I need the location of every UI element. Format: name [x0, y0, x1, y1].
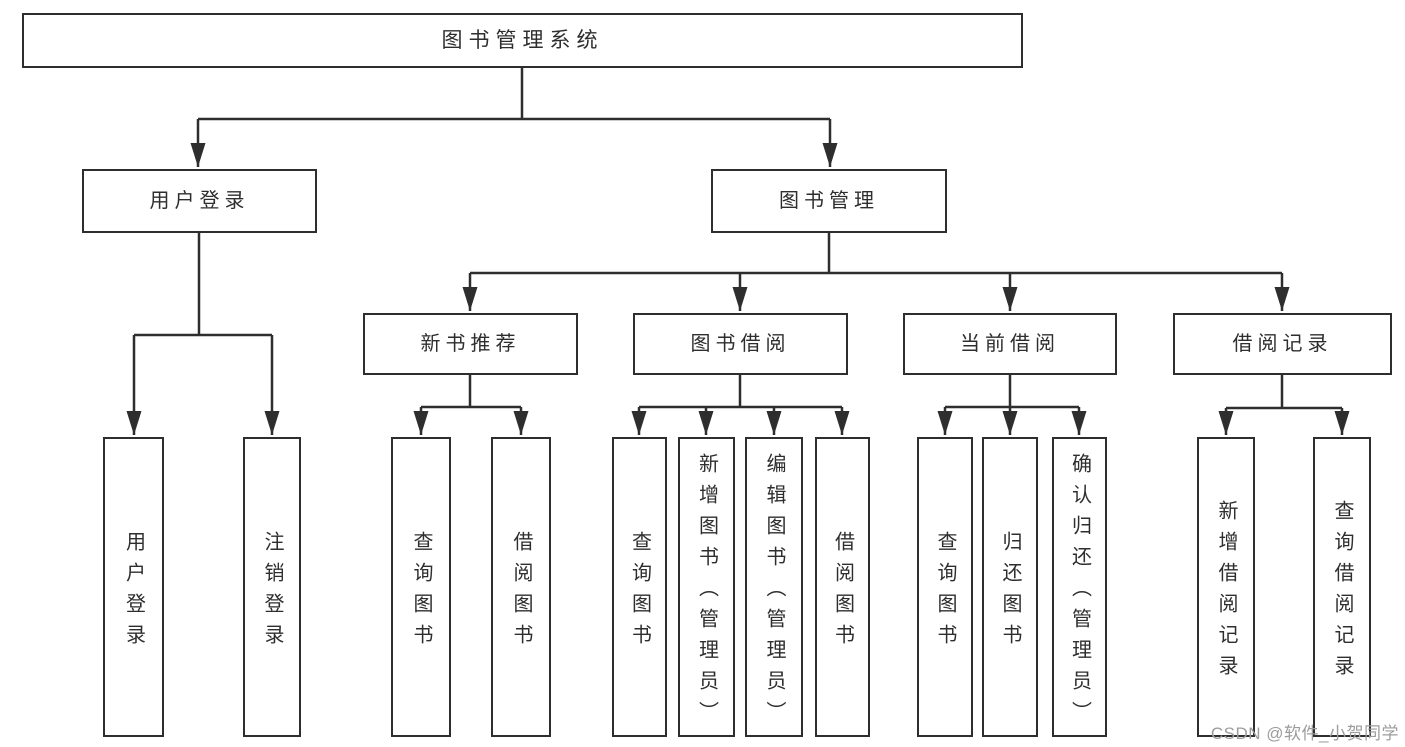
- leaf-borrow-book-recommend: 借阅图书: [491, 437, 551, 737]
- leaf-query-book-current-label: 查询图书: [934, 530, 956, 655]
- node-user-login: 用户登录: [82, 169, 317, 233]
- leaf-confirm-return-admin: 确认归还（管理员）: [1052, 437, 1107, 737]
- node-new-book-recommend: 新书推荐: [363, 313, 578, 375]
- leaf-confirm-return-admin-label: 确认归还（管理员）: [1068, 453, 1091, 732]
- node-borrow-records-label: 借阅记录: [1232, 333, 1333, 355]
- leaf-user-login-label: 用户登录: [122, 530, 145, 655]
- node-new-book-recommend-label: 新书推荐: [420, 333, 521, 355]
- leaf-query-book-borrow: 查询图书: [612, 437, 667, 737]
- leaf-edit-book-admin: 编辑图书（管理员）: [745, 437, 803, 737]
- leaf-borrow-book-recommend-label: 借阅图书: [510, 530, 532, 655]
- node-current-borrow: 当前借阅: [903, 313, 1117, 375]
- leaf-return-book-label: 归还图书: [999, 530, 1021, 655]
- leaf-query-book-current: 查询图书: [917, 437, 973, 737]
- leaf-query-book-recommend: 查询图书: [391, 437, 451, 737]
- leaf-borrow-book-borrow-label: 借阅图书: [831, 530, 854, 655]
- node-root: 图书管理系统: [22, 13, 1023, 68]
- leaf-return-book: 归还图书: [982, 437, 1038, 737]
- node-user-login-label: 用户登录: [149, 190, 250, 212]
- leaf-add-book-admin: 新增图书（管理员）: [678, 437, 735, 737]
- leaf-borrow-book-borrow: 借阅图书: [815, 437, 870, 737]
- node-book-borrow-label: 图书借阅: [690, 333, 791, 355]
- leaf-query-book-recommend-label: 查询图书: [410, 530, 432, 655]
- leaf-add-borrow-record-label: 新增借阅记录: [1215, 499, 1237, 686]
- node-book-management-label: 图书管理: [779, 190, 879, 212]
- leaf-user-login: 用户登录: [103, 437, 164, 737]
- node-book-borrow: 图书借阅: [633, 313, 848, 375]
- distributor-lines: [134, 68, 1342, 410]
- leaf-logout: 注销登录: [243, 437, 301, 737]
- leaf-query-book-borrow-label: 查询图书: [628, 530, 651, 655]
- leaf-logout-label: 注销登录: [261, 530, 283, 655]
- node-borrow-records: 借阅记录: [1173, 313, 1392, 375]
- leaf-query-borrow-record: 查询借阅记录: [1313, 437, 1371, 737]
- arrow-drops: [126, 119, 1350, 435]
- node-root-label: 图书管理系统: [441, 29, 604, 52]
- leaf-add-borrow-record: 新增借阅记录: [1197, 437, 1255, 737]
- leaf-edit-book-admin-label: 编辑图书（管理员）: [763, 453, 785, 732]
- node-current-borrow-label: 当前借阅: [960, 333, 1060, 355]
- leaf-add-book-admin-label: 新增图书（管理员）: [695, 453, 718, 732]
- leaf-query-borrow-record-label: 查询借阅记录: [1331, 499, 1353, 686]
- csdn-watermark: CSDN @软件_小贺同学: [1210, 724, 1399, 743]
- node-book-management: 图书管理: [711, 169, 947, 233]
